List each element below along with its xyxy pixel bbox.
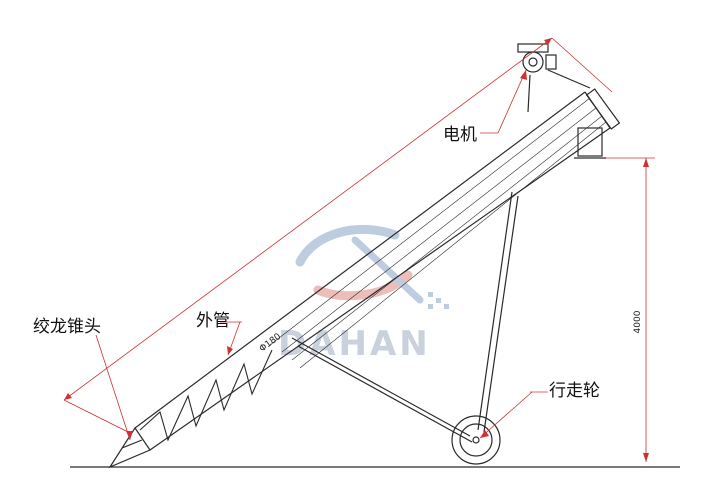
- height-dimension-label: 4000: [633, 310, 643, 333]
- walking-wheel-label: 行走轮: [549, 381, 600, 401]
- motor-icon: [517, 43, 591, 113]
- support-frame: [291, 191, 519, 443]
- screw-head-label: 绞龙锥头: [33, 317, 101, 337]
- support-bracket: [574, 127, 606, 159]
- height-dimension: [606, 157, 655, 462]
- leader-lines: [95, 69, 548, 441]
- walking-wheel: [451, 415, 501, 465]
- motor-label: 电机: [443, 125, 477, 145]
- length-dimension: [63, 37, 613, 433]
- outer-tube-label: 外管: [196, 311, 230, 331]
- conveyor-tube: [108, 88, 621, 469]
- watermark-logo: [295, 224, 449, 309]
